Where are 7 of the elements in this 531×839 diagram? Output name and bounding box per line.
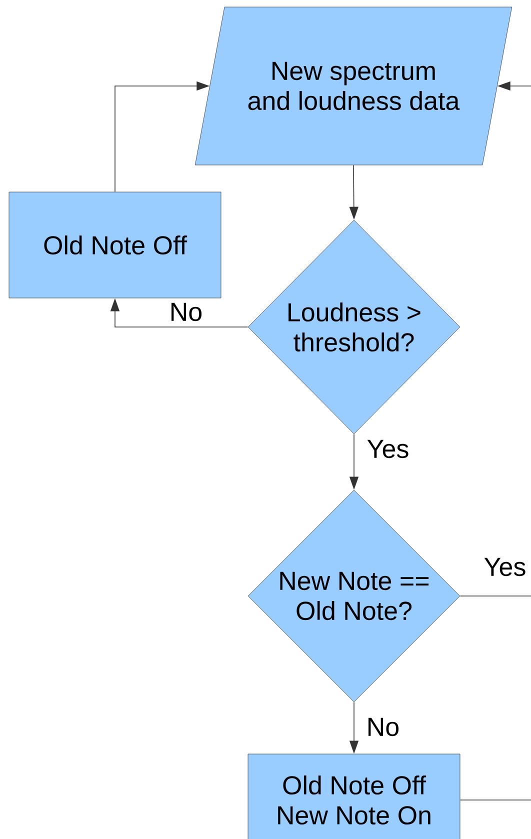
edge-label: No (168, 302, 204, 322)
io-parallelogram: New spectrum and loudness data (194, 6, 512, 166)
process-box: Old Note Off New Note On (248, 754, 460, 839)
edge-label: Yes (366, 438, 410, 460)
process-box: Old Note Off (8, 192, 222, 298)
edge-label: Yes (482, 556, 528, 578)
edge-label: No (365, 716, 401, 738)
